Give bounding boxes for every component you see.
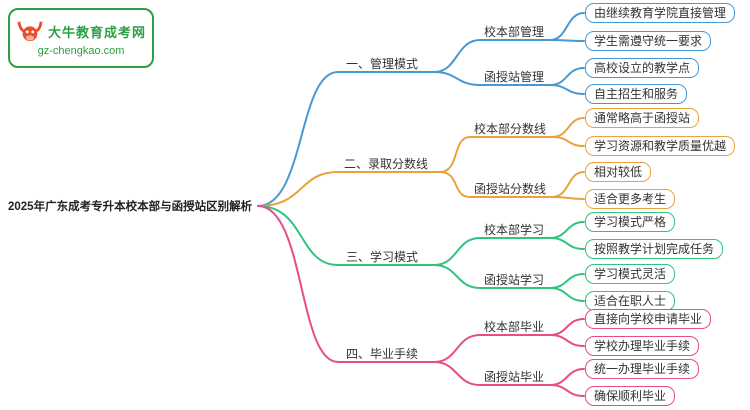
sub-label-campus-management: 校本部管理 [484,25,545,39]
branch2-connectors [257,117,585,207]
leaf-node: 学习资源和教学质量优越 [585,136,736,156]
leaf-node: 自主招生和服务 [585,84,688,104]
sub-label-campus-graduation: 校本部毕业 [484,320,545,334]
leaf-node: 确保顺利毕业 [585,386,676,406]
mindmap-root-title: 2025年广东成考专升本校本部与函授站区别解析 [8,201,253,213]
site-name: 大牛教育成考网 [47,24,146,40]
leaf-node: 相对较低 [585,162,652,182]
leaf-node: 适合在职人士 [585,291,676,311]
bull-icon [17,21,43,42]
site-logo: 大牛教育成考网 gz-chengkao.com [8,8,154,68]
leaf-node: 高校设立的教学点 [585,58,700,78]
site-url: gz-chengkao.com [37,45,125,57]
branch1-connectors [257,12,585,207]
branch-label-management-mode: 一、管理模式 [346,57,419,71]
branch-label-admission-score: 二、录取分数线 [344,157,429,171]
sub-label-station-management: 函授站管理 [484,70,545,84]
branch4-connectors [257,205,585,397]
branch-label-graduation-procedure: 四、毕业手续 [346,347,419,361]
leaf-node: 学生需遵守统一要求 [585,31,712,51]
leaf-node: 学习模式严格 [585,212,676,232]
leaf-node: 学习模式灵活 [585,264,676,284]
branch-label-study-mode: 三、学习模式 [346,250,419,264]
leaf-node: 通常略高于函授站 [585,108,700,128]
leaf-node: 按照教学计划完成任务 [585,239,724,259]
leaf-node: 由继续教育学院直接管理 [585,3,736,23]
leaf-node: 直接向学校申请毕业 [585,309,712,329]
sub-label-station-score: 函授站分数线 [474,182,547,196]
sub-label-campus-study: 校本部学习 [484,223,545,237]
branch3-connectors [257,205,585,302]
sub-label-campus-score: 校本部分数线 [474,122,547,136]
sub-label-station-study: 函授站学习 [484,273,545,287]
leaf-node: 统一办理毕业手续 [585,359,700,379]
leaf-node: 学校办理毕业手续 [585,336,700,356]
sub-label-station-graduation: 函授站毕业 [484,370,545,384]
leaf-node: 适合更多考生 [585,189,676,209]
